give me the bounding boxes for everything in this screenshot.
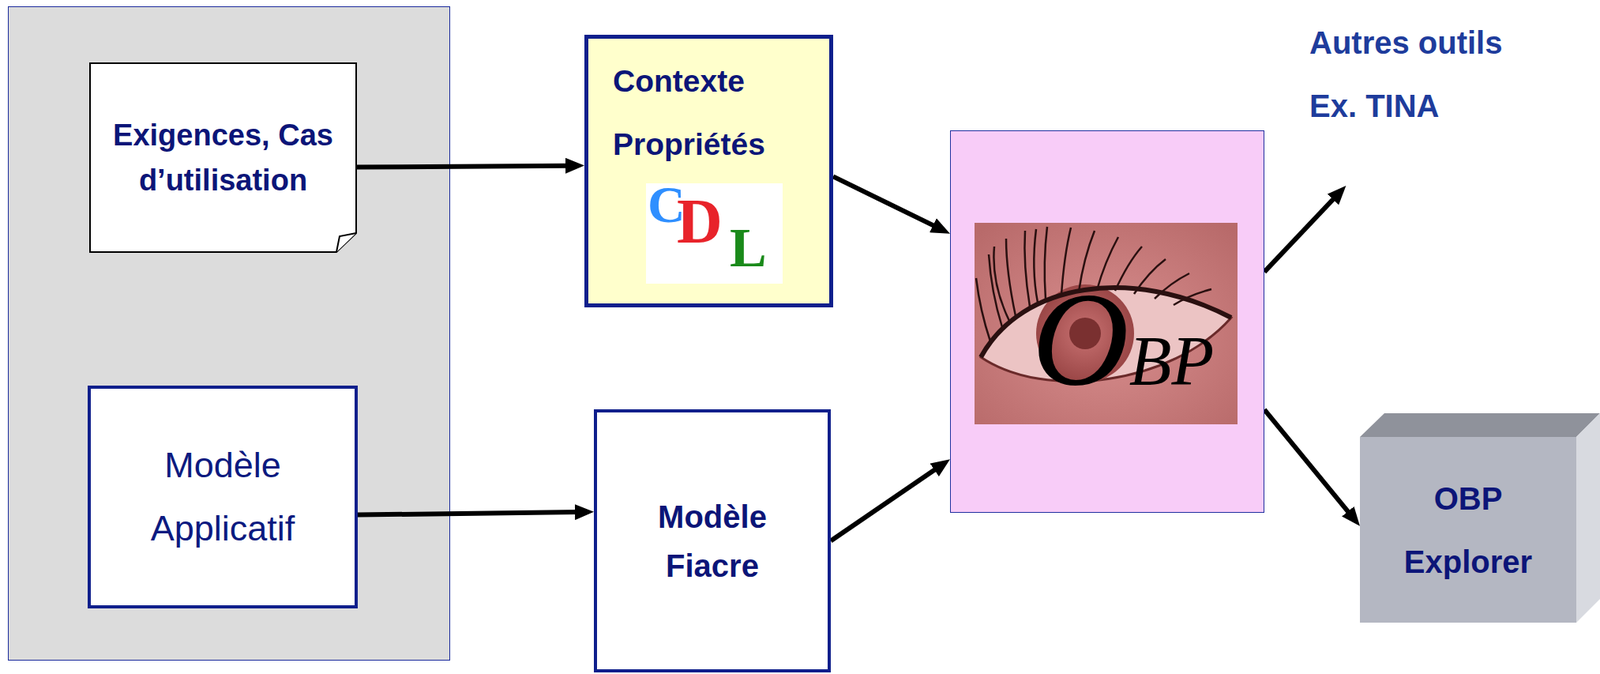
document-box: Exigences, Cas d’utilisation: [89, 62, 357, 253]
node-text: Contexte Propriétés: [612, 49, 815, 177]
tool-box: OBP: [950, 130, 1265, 513]
logo-letter: L: [729, 220, 767, 276]
arrow-connector: [1264, 197, 1336, 273]
node-text: Modèle Applicatif: [120, 433, 326, 560]
tool-box-3d: OBP Explorer: [1359, 436, 1577, 623]
node-text: OBP Explorer: [1389, 466, 1548, 594]
arrow-connector: [356, 165, 569, 168]
box-3d-faces: [1359, 413, 1600, 623]
group-panel: Exigences, Cas d’utilisationModèle Appli…: [7, 6, 451, 661]
logo-letter: D: [676, 189, 723, 253]
node-text: Ex. TINA: [1309, 74, 1439, 138]
document-outline: [89, 62, 357, 253]
arrow-connector: [830, 468, 937, 541]
node-text: Modèle Fiacre: [641, 492, 784, 590]
arrow-connector: [357, 511, 579, 515]
arrow-connector: [833, 176, 936, 227]
node-text: Exigences, Cas d’utilisation: [110, 112, 336, 203]
tool-text: Autres outilsEx. TINA: [1303, 6, 1572, 186]
arrow-connector: [1264, 409, 1350, 514]
model-box: Modèle Fiacre: [593, 409, 831, 673]
model-box: Modèle Applicatif: [87, 385, 358, 609]
node-text: OBP: [1032, 271, 1214, 406]
node-text: Autres outils: [1309, 11, 1503, 75]
